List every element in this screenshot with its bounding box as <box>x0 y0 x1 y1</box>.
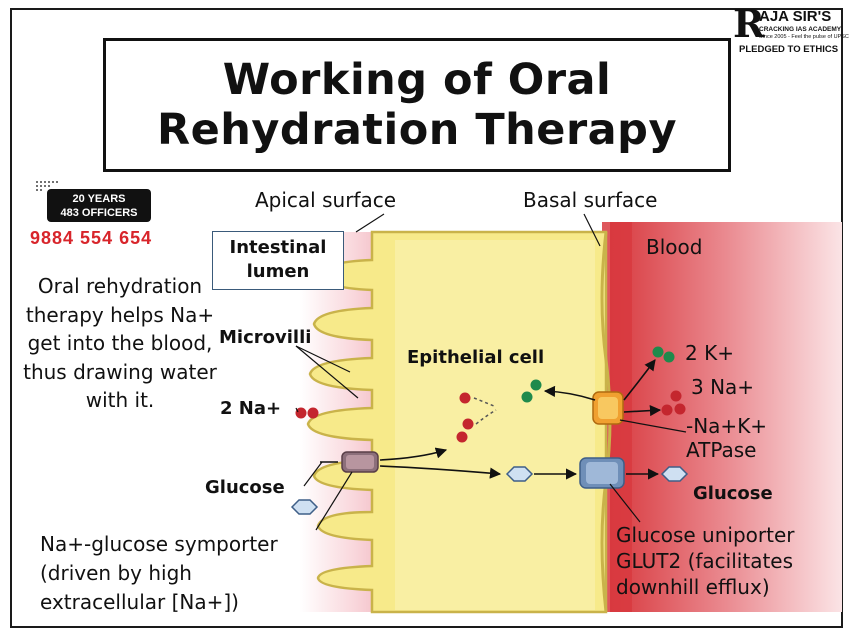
side-explanation: Oral rehydration therapy helps Na+ get i… <box>23 274 217 412</box>
logo-subtagline: Since 2005 - Feel the pulse of UPSC <box>759 34 849 40</box>
two-k-label: 2 K+ <box>685 341 734 365</box>
atpase-label: -Na+K+ ATPase <box>686 414 767 462</box>
logo-tagline: CRACKING IAS ACADEMY <box>759 26 842 33</box>
uniporter-line-2: GLUT2 (facilitates <box>616 549 794 573</box>
experience-badge: 20 YEARS 483 OFFICERS <box>47 189 151 222</box>
glucose-right-label: Glucose <box>693 483 773 504</box>
two-na-label: 2 Na+ <box>220 398 282 419</box>
na-ion <box>295 407 307 419</box>
uniporter-label: Glucose uniporter GLUT2 (facilitates dow… <box>616 522 794 600</box>
epithelial-cell-label: Epithelial cell <box>407 347 545 368</box>
badge-years: 20 YEARS <box>72 193 126 205</box>
na-ion <box>674 403 686 415</box>
three-na-label: 3 Na+ <box>691 375 755 399</box>
na-ion <box>307 407 319 419</box>
intestinal-lumen-line-1: Intestinal <box>229 237 327 258</box>
phone-number: 9884 554 654 <box>30 228 153 248</box>
glucose-left-label: Glucose <box>205 477 285 498</box>
atpase-line-2: ATPase <box>686 438 757 462</box>
symporter-line-2: (driven by high <box>40 561 192 585</box>
uniporter-line-3: downhill efflux) <box>616 575 770 599</box>
na-ion <box>661 404 673 416</box>
badge-dots-decoration <box>36 181 58 191</box>
title-line-1: Working of Oral <box>222 55 612 105</box>
title-box: Working of Oral Rehydration Therapy <box>103 38 731 172</box>
logo-name: AJA SIR'S <box>759 8 832 25</box>
glucose-molecule <box>290 499 319 515</box>
na-ion <box>670 390 682 402</box>
symporter-line-1: Na+-glucose symporter <box>40 532 278 556</box>
blood-region <box>610 222 842 612</box>
uniporter-line-1: Glucose uniporter <box>616 523 795 547</box>
symporter-line-3: extracellular [Na+]) <box>40 590 239 614</box>
glut2-uniporter <box>579 457 625 489</box>
k-ion <box>530 379 542 391</box>
microvilli-label: Microvilli <box>219 327 312 348</box>
atpase-line-1: -Na+K+ <box>686 414 768 438</box>
intestinal-lumen-line-2: lumen <box>246 261 310 282</box>
na-ion <box>462 418 474 430</box>
intestinal-lumen-label: Intestinal lumen <box>212 231 344 290</box>
symporter-label: Na+-glucose symporter (driven by high ex… <box>40 530 278 617</box>
apical-surface-label: Apical surface <box>255 188 397 212</box>
na-ion <box>456 431 468 443</box>
glucose-molecule <box>660 466 689 482</box>
logo-initial: R <box>733 1 765 46</box>
badge-officers: 483 OFFICERS <box>60 207 138 219</box>
blood-label: Blood <box>646 235 703 259</box>
title-line-2: Rehydration Therapy <box>157 105 677 155</box>
glucose-molecule <box>505 466 534 482</box>
k-ion <box>663 351 675 363</box>
atpase-pump <box>592 391 624 425</box>
na-ion <box>459 392 471 404</box>
basal-surface-label: Basal surface <box>523 188 658 212</box>
k-ion <box>521 391 533 403</box>
k-ion <box>652 346 664 358</box>
logo-motto: PLEDGED TO ETHICS <box>739 44 839 55</box>
